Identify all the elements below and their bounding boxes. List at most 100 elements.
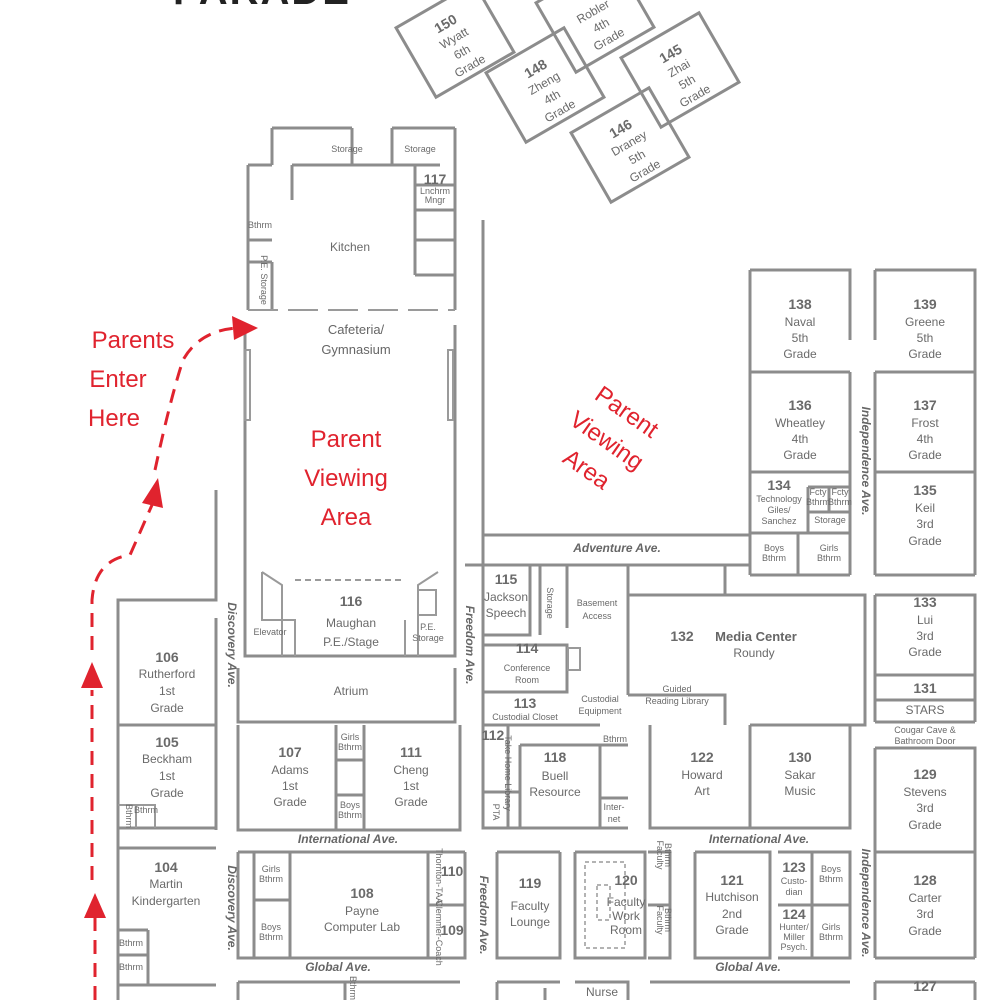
svg-text:120: 120 (614, 872, 638, 888)
svg-text:Custodial Closet: Custodial Closet (492, 712, 558, 722)
svg-text:2nd: 2nd (722, 907, 742, 921)
svg-text:Speech: Speech (486, 606, 527, 620)
svg-text:Bthrm: Bthrm (124, 804, 134, 828)
cafeteria-gymnasium: Cafeteria/ Gymnasium Parent Viewing Area (243, 322, 457, 565)
svg-text:Girls: Girls (820, 543, 839, 553)
svg-text:Hutchison: Hutchison (705, 890, 758, 904)
svg-text:111: 111 (400, 744, 422, 760)
svg-text:Area: Area (321, 504, 372, 531)
right-wing-a: 138 Naval 5th Grade 136 Wheatley 4th Gra… (748, 268, 852, 577)
svg-text:5th: 5th (792, 331, 809, 345)
svg-text:Giles/: Giles/ (767, 505, 791, 515)
svg-text:Grade: Grade (150, 786, 184, 800)
svg-text:107: 107 (278, 744, 302, 760)
svg-text:Inter-: Inter- (603, 802, 624, 812)
svg-text:3rd: 3rd (916, 629, 933, 643)
svg-text:121: 121 (720, 872, 744, 888)
svg-text:Keil: Keil (915, 501, 935, 515)
svg-text:136: 136 (788, 397, 812, 413)
svg-text:Bthrm: Bthrm (806, 497, 830, 507)
portable-robler: Robler 4th Grade (533, 0, 657, 75)
svg-text:1st: 1st (282, 779, 299, 793)
svg-text:Nurse: Nurse (586, 985, 618, 999)
svg-text:Bthrm: Bthrm (119, 962, 143, 972)
svg-text:Beckham: Beckham (142, 752, 192, 766)
svg-text:115: 115 (495, 571, 518, 587)
svg-text:Fcty: Fcty (810, 487, 827, 497)
svg-text:Cheng: Cheng (393, 763, 428, 777)
kitchen-block: Storage Storage 117 Lnchrm Mngr Bthrm Ki… (246, 126, 457, 311)
svg-text:Bthrm: Bthrm (828, 497, 852, 507)
right-wing-b: 139 Greene 5th Grade 137 Frost 4th Grade… (873, 268, 977, 1000)
svg-text:Roundy: Roundy (733, 646, 774, 660)
svg-text:130: 130 (788, 749, 812, 765)
svg-text:Computer Lab: Computer Lab (324, 920, 400, 934)
svg-text:104: 104 (154, 859, 178, 875)
svg-text:Jackson: Jackson (484, 590, 528, 604)
bottom-middle-block: 119 Faculty Lounge 120 Faculty Work Room… (495, 840, 852, 960)
svg-text:Carter: Carter (908, 891, 941, 905)
svg-text:Boys: Boys (764, 543, 785, 553)
adventure-ave-label: Adventure Ave. (572, 541, 661, 555)
svg-text:Naval: Naval (785, 315, 816, 329)
svg-text:Boys: Boys (261, 922, 282, 932)
svg-text:Bthrm: Bthrm (663, 908, 673, 932)
svg-text:Elevator: Elevator (253, 627, 286, 637)
svg-text:Storage: Storage (331, 144, 363, 154)
svg-text:Howard: Howard (681, 768, 722, 782)
svg-text:Bthrm: Bthrm (259, 932, 283, 942)
svg-text:Bthrm: Bthrm (819, 874, 843, 884)
svg-text:127: 127 (913, 978, 937, 994)
svg-text:Bthrm: Bthrm (259, 874, 283, 884)
room-108-block: Girls Bthrm Boys Bthrm 108 Payne Compute… (236, 848, 467, 966)
svg-text:Lnchrm: Lnchrm (420, 186, 450, 196)
svg-text:Grade: Grade (394, 795, 428, 809)
svg-text:Faculty: Faculty (511, 899, 550, 913)
svg-text:PTA: PTA (491, 804, 501, 821)
svg-text:119: 119 (519, 875, 542, 891)
svg-text:Atrium: Atrium (334, 684, 369, 698)
rooms-122-130: 122 Howard Art 130 Sakar Music (648, 725, 852, 830)
svg-text:Freedom Ave.: Freedom Ave. (477, 876, 491, 955)
svg-text:109: 109 (440, 922, 464, 938)
svg-text:Rutherford: Rutherford (139, 667, 196, 681)
svg-text:116: 116 (340, 593, 363, 609)
svg-text:118: 118 (544, 749, 567, 765)
svg-text:Bthrm: Bthrm (134, 805, 158, 815)
svg-text:Custodial: Custodial (581, 694, 619, 704)
freedom-ave-label: Freedom Ave. (463, 606, 477, 685)
svg-text:Kindergarten: Kindergarten (132, 894, 201, 908)
svg-text:Faculty: Faculty (655, 840, 665, 870)
svg-text:Conference: Conference (504, 663, 551, 673)
svg-text:Grade: Grade (908, 818, 942, 832)
svg-text:Thornton-TAA: Thornton-TAA (434, 848, 444, 904)
svg-text:108: 108 (350, 885, 374, 901)
svg-text:Room: Room (610, 923, 642, 937)
svg-text:138: 138 (788, 296, 812, 312)
svg-text:110: 110 (441, 863, 464, 879)
svg-text:STARS: STARS (905, 703, 944, 717)
svg-text:Reading Library: Reading Library (645, 696, 709, 706)
svg-text:Sakar: Sakar (784, 768, 815, 782)
parent-viewing-area-label: Parent (311, 426, 382, 453)
parent-viewing-area-courtyard: Parent Viewing Area (558, 381, 664, 496)
svg-text:105: 105 (155, 734, 179, 750)
svg-text:Bthrm: Bthrm (119, 938, 143, 948)
svg-text:Girls: Girls (822, 922, 841, 932)
svg-text:1st: 1st (403, 779, 420, 793)
portable-145: 145 Zhai 5th Grade (618, 10, 742, 130)
media-center-132: 132 Media Center Roundy Guided Reading L… (628, 565, 867, 727)
svg-text:Wheatley: Wheatley (775, 416, 825, 430)
svg-text:Access: Access (582, 611, 612, 621)
center-block: 115 Jackson Speech Storage Basement Acce… (481, 563, 630, 830)
svg-text:Storage: Storage (404, 144, 436, 154)
svg-text:3rd: 3rd (916, 517, 933, 531)
svg-text:113: 113 (514, 695, 537, 711)
svg-text:Bthrm: Bthrm (663, 843, 673, 867)
svg-text:Frost: Frost (911, 416, 939, 430)
room-116-stage: Elevator 116 Maughan P.E./Stage P.E. Sto… (243, 565, 457, 658)
svg-text:Payne: Payne (345, 904, 379, 918)
svg-text:Lounge: Lounge (510, 915, 550, 929)
svg-text:Guided: Guided (662, 684, 691, 694)
svg-text:128: 128 (913, 872, 937, 888)
